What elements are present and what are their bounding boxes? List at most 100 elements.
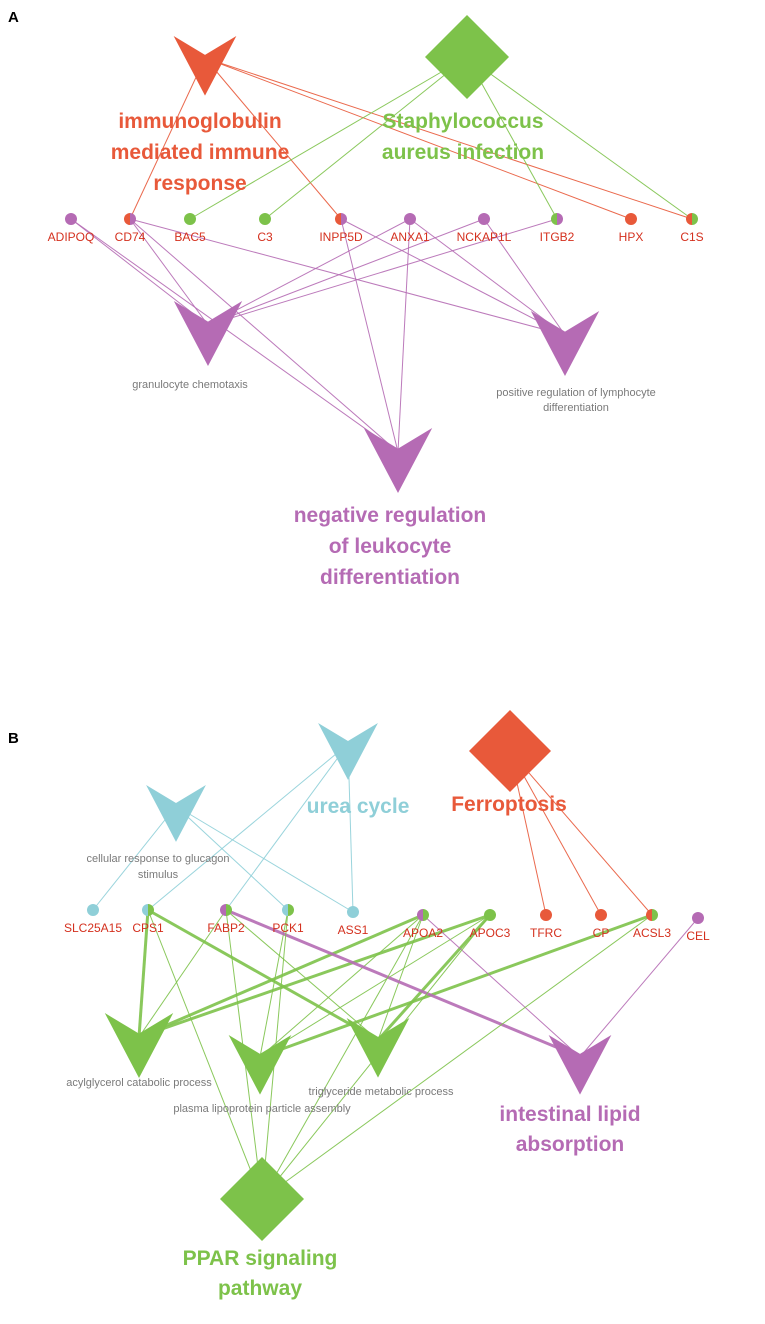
gene-dot-right: [652, 909, 658, 921]
term-label-ferro: Ferroptosis: [451, 793, 567, 816]
term-label-negreg: of leukocyte: [329, 535, 452, 558]
gene-label-hpx: HPX: [619, 230, 644, 244]
edge-imm-inpp5d: [204, 57, 342, 220]
gene-label-fabp2: FABP2: [207, 921, 245, 935]
gene-dot-right: [341, 213, 347, 225]
edge-intest-fabp2: [225, 908, 581, 1059]
gene-label-cps1: CPS1: [132, 921, 164, 935]
term-node-urea: [318, 723, 378, 780]
gene-node-apoa2: [417, 909, 429, 921]
gene-dot-left: [282, 904, 288, 916]
gene-node-bac5: [184, 213, 196, 225]
gene-label-nckap1l: NCKAP1L: [457, 230, 512, 244]
term-node-acyl: [104, 1013, 174, 1079]
gene-node-nckap1l: [478, 213, 490, 225]
term-label-urea: urea cycle: [307, 795, 410, 818]
term-label-negreg: negative regulation: [294, 504, 487, 527]
term-node-gran: [173, 301, 243, 367]
gene-node-hpx: [625, 213, 637, 225]
gene-label-bac5: BAC5: [174, 230, 206, 244]
edge-trig-fabp2: [225, 909, 379, 1041]
edge-cellresp-ass1: [175, 805, 354, 913]
gene-node-acsl3: [646, 909, 658, 921]
gene-dot: [625, 213, 637, 225]
edge-intest-cel: [579, 917, 699, 1058]
gene-dot: [259, 213, 271, 225]
gene-label-cel: CEL: [686, 929, 710, 943]
term-label-ppar: PPAR signaling: [183, 1247, 338, 1270]
edge-gran-nckap1l: [207, 218, 485, 326]
term-label-cellresp: cellular response to glucagon: [86, 853, 229, 865]
edges-layer: [70, 56, 699, 1200]
gene-label-c1s: C1S: [680, 230, 703, 244]
gene-dot-right: [130, 213, 136, 225]
edge-ppar-acsl3: [261, 914, 653, 1200]
gene-label-c3: C3: [257, 230, 273, 244]
panel-b-letter: B: [8, 730, 19, 747]
edge-trig-apoc3: [376, 913, 492, 1042]
gene-dot-left: [124, 213, 130, 225]
edge-ppar-cps1: [147, 909, 263, 1200]
gene-node-cel: [692, 912, 704, 924]
edge-cellresp-slc25a15: [92, 805, 177, 911]
gene-label-inpp5d: INPP5D: [319, 230, 363, 244]
gene-node-slc25a15: [87, 904, 99, 916]
gene-dot: [404, 213, 416, 225]
edge-imm-hpx: [204, 57, 632, 220]
edge-staph-bac5: [189, 56, 468, 220]
edge-negreg-cd74: [129, 218, 399, 453]
term-node-staph: [425, 15, 509, 99]
gene-node-ass1: [347, 906, 359, 918]
edge-imm-c1s: [204, 57, 693, 220]
edge-cellresp-pck1: [175, 805, 289, 911]
gene-dot: [484, 909, 496, 921]
edge-posreg-cd74: [129, 218, 566, 336]
edge-staph-c3: [264, 56, 468, 220]
term-node-posreg: [530, 311, 600, 377]
gene-dot-right: [557, 213, 563, 225]
edge-staph-c1s: [466, 56, 693, 220]
term-label-intest: absorption: [516, 1133, 625, 1156]
term-label-imm: response: [153, 172, 246, 195]
term-node-trig: [346, 1018, 410, 1078]
gene-dot-right: [288, 904, 294, 916]
gene-label-pck1: PCK1: [272, 921, 304, 935]
gene-dot: [184, 213, 196, 225]
gene-dot-right: [148, 904, 154, 916]
term-label-plasma: plasma lipoprotein particle assembly: [173, 1103, 351, 1115]
gene-dot-left: [686, 213, 692, 225]
term-label-imm: mediated immune: [111, 141, 290, 164]
gene-node-c3: [259, 213, 271, 225]
edge-trig-cps1: [147, 908, 379, 1042]
edge-plasma-acsl3: [259, 913, 653, 1059]
gene-node-cps1: [142, 904, 154, 916]
gene-dot: [540, 909, 552, 921]
gene-dot-left: [417, 909, 423, 921]
gene-dot-left: [646, 909, 652, 921]
edge-negreg-inpp5d: [340, 218, 399, 453]
term-label-trig: triglyceride metabolic process: [309, 1086, 454, 1098]
term-label-posreg: differentiation: [543, 402, 609, 414]
edge-ppar-apoa2: [261, 914, 424, 1200]
term-label-gran: granulocyte chemotaxis: [132, 379, 248, 391]
gene-dot: [692, 912, 704, 924]
term-node-imm: [173, 36, 237, 96]
edge-gran-itgb2: [207, 218, 558, 326]
gene-dot: [347, 906, 359, 918]
term-node-plasma: [228, 1035, 292, 1095]
gene-label-ass1: ASS1: [338, 923, 369, 937]
gene-dot-right: [226, 904, 232, 916]
gene-node-pck1: [282, 904, 294, 916]
gene-node-anxa1: [404, 213, 416, 225]
term-node-ferro: [469, 710, 551, 792]
nodes-layer: [65, 15, 704, 1241]
edge-acyl-apoc3: [138, 913, 491, 1039]
gene-node-itgb2: [551, 213, 563, 225]
term-node-ppar: [220, 1157, 304, 1241]
edge-posreg-nckap1l: [483, 218, 566, 336]
gene-dot-right: [692, 213, 698, 225]
edge-intest-apoa2: [422, 914, 581, 1058]
term-node-cellresp: [146, 785, 206, 842]
term-node-intest: [548, 1035, 612, 1095]
gene-label-itgb2: ITGB2: [540, 230, 575, 244]
